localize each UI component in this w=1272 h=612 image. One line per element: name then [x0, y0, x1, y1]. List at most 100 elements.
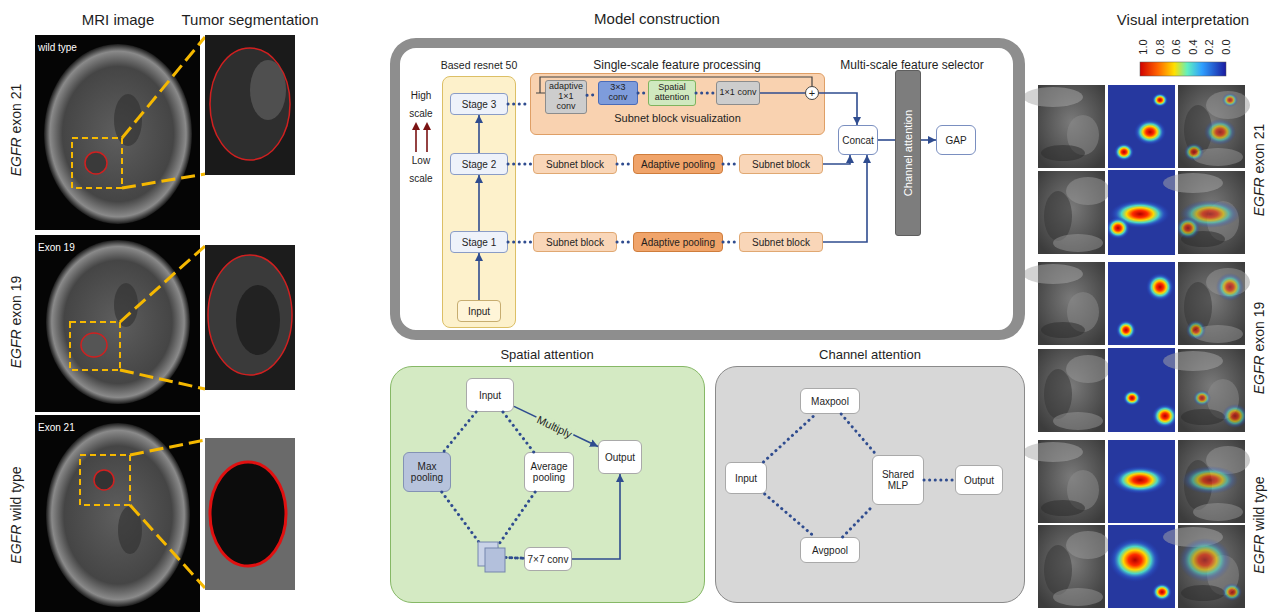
arrow-connector — [478, 253, 480, 300]
grayscale-crop — [1023, 85, 1110, 608]
dotted-connector — [638, 92, 648, 95]
heatmap-crop — [1108, 262, 1175, 345]
overlay-crop — [1178, 262, 1250, 345]
arrow-connector — [819, 93, 857, 125]
pooling-box: Avgpool — [800, 537, 860, 563]
label-holder: MRI image — [82, 11, 155, 29]
figure-label: Multi-scale feature selector — [840, 58, 983, 72]
scale-label: Low scale — [409, 155, 432, 184]
overlay-crop — [1184, 93, 1238, 161]
zoom-leader — [130, 505, 205, 588]
heading-holder: Based resnet 50 — [429, 59, 529, 72]
figure-label: Exon 19 — [38, 242, 75, 253]
conv-box: adaptive 1×1 conv — [545, 80, 587, 114]
axis-label: EGFR wild type — [1251, 476, 1267, 573]
grayscale-crop — [1023, 85, 1105, 168]
arrow-connector — [823, 155, 850, 164]
dotted-connector — [723, 163, 739, 166]
zoom-leader — [130, 440, 205, 455]
zoom-leader — [122, 37, 205, 138]
label-holder: EGFR exon 21 — [7, 84, 25, 177]
concat-box: Concat — [838, 125, 878, 155]
label-holder: wild type — [38, 37, 77, 55]
overlay-crop — [1163, 85, 1250, 608]
figure-label: Tumor segmentation — [181, 11, 318, 28]
box-label: Stage 3 — [462, 99, 496, 110]
box-label: Max pooling — [406, 461, 448, 483]
segmentation-crop — [205, 35, 295, 175]
heatmap-crop — [1109, 538, 1172, 601]
axis-label: EGFR — [1251, 535, 1267, 574]
grayscale-crop — [1023, 440, 1105, 523]
subnet-box: Subnet block — [533, 232, 617, 252]
model-panel: Model constructionBased resnet 50Stage 3… — [390, 38, 1025, 340]
box-label: Shared MLP — [875, 469, 921, 491]
box-label: Input — [468, 306, 490, 317]
heatmap-crop — [1116, 273, 1174, 340]
box-label: Concat — [842, 135, 874, 146]
zoom-leader — [122, 174, 205, 188]
dotted-connector — [723, 241, 739, 244]
output-box: Output — [598, 440, 642, 474]
label-holder: Tumor segmentation — [181, 11, 318, 29]
segmentation-crop — [205, 245, 295, 390]
arrow-connector — [572, 474, 620, 559]
grayscale-crop — [1023, 262, 1105, 345]
box-label: Subnet block — [546, 159, 604, 170]
subnet-box: Subnet block — [533, 154, 617, 174]
heading-holder: Model construction — [557, 10, 757, 28]
mri-image — [114, 283, 138, 327]
grayscale-crop — [1038, 525, 1110, 608]
box-label: Subnet block — [752, 159, 810, 170]
dotted-connector — [841, 414, 876, 455]
feature-map-icon — [485, 548, 505, 572]
box-label: GAP — [945, 135, 966, 146]
box-label: + — [809, 88, 815, 99]
mri-image — [94, 470, 114, 490]
heatmap-crop — [1108, 440, 1175, 523]
stage-box: Stage 2 — [450, 153, 508, 175]
heatmap-crop — [1108, 85, 1175, 168]
dotted-connector — [764, 414, 816, 462]
dotted-connector — [924, 479, 955, 482]
conv-box: 3×3 conv — [598, 81, 638, 105]
label-holder: EGFR wild type — [7, 466, 25, 563]
box-label: Input — [479, 390, 501, 401]
overlay-crop — [1179, 538, 1242, 601]
axis-label: EGFR exon 19 — [1251, 302, 1267, 395]
overlay-crop — [1193, 390, 1248, 428]
axis-label: EGFR — [1251, 177, 1267, 216]
label-holder: EGFR exon 19 — [1250, 302, 1268, 395]
mri-image — [81, 333, 107, 357]
box-label: Input — [735, 473, 757, 484]
pooling-box: Max pooling — [403, 452, 451, 492]
figure-label: Single-scale feature processing — [593, 58, 760, 72]
figure-label: Visual interpretation — [1117, 11, 1249, 28]
box-label: Output — [964, 475, 994, 486]
heatmap-crop — [1123, 390, 1178, 428]
zoom-leader — [120, 246, 205, 322]
axis-label: 0.4 — [1186, 39, 1198, 54]
mri-image — [35, 35, 200, 612]
zoom-leader — [120, 37, 205, 588]
heading-holder: Spatial attention — [447, 347, 647, 363]
overlay-crop — [1178, 440, 1250, 523]
mri-image — [35, 235, 200, 412]
box-label: adaptive 1×1 conv — [548, 82, 584, 112]
label-holder: Multi-scale feature selector — [840, 55, 983, 73]
box-label: Maxpool — [811, 396, 849, 407]
label-holder: Low scale — [401, 150, 441, 187]
conv-box: 1×1 conv — [716, 81, 760, 105]
sum-node: + — [805, 86, 819, 100]
subnet-block-panel: Subnet block visualizationadaptive 1×1 c… — [530, 73, 825, 135]
output-box: Output — [955, 465, 1003, 495]
overlay-crop — [1182, 466, 1238, 494]
label-holder: 0.2 — [1199, 39, 1217, 54]
label-holder: EGFR exon 19 — [7, 276, 25, 369]
heatmap-crop — [1112, 466, 1168, 494]
axis-label: EGFR — [8, 525, 24, 564]
heatmap-crop — [1114, 93, 1168, 161]
